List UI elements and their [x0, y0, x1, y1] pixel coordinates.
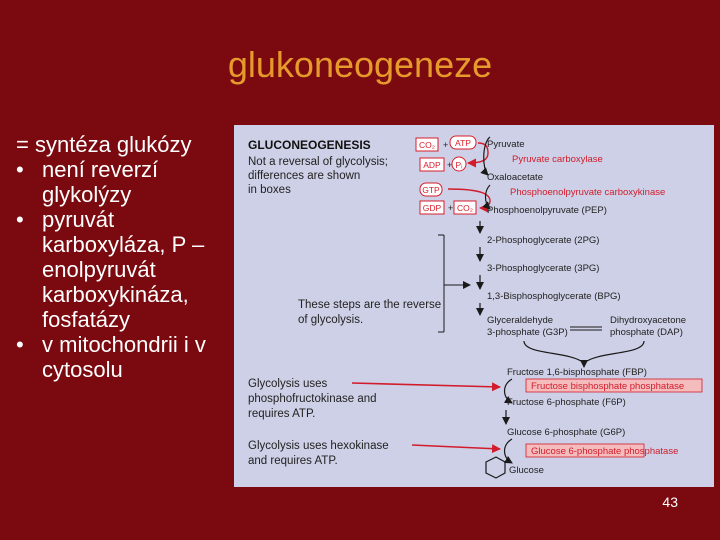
cofactor-arrow [467, 142, 489, 168]
red-arrow [411, 444, 501, 454]
bullet-text: v mitochondrii i v cytosolu [42, 332, 206, 382]
pfk-note: requires ATP. [248, 408, 315, 420]
bullet-list: = syntéza glukózy • není reverzí glykolý… [16, 132, 241, 382]
metabolite-fbp: Fructose 1,6-bisphosphate (FBP) [507, 367, 647, 378]
bullet-mark: • [16, 207, 24, 232]
fbpase-box [525, 378, 703, 393]
bullet-item: = syntéza glukózy [16, 132, 241, 157]
metabolite-bpg: 1,3-Bisphosphoglycerate (BPG) [487, 291, 621, 302]
bullet-item: • pyruvát karboxyláza, P –enolpyruvát ka… [16, 207, 241, 332]
gtp-box [419, 182, 443, 197]
enzyme-pyruvate-carboxylase: Pyruvate carboxylase [512, 154, 603, 165]
hexokinase-note: and requires ATP. [248, 455, 338, 467]
g6pase-box [525, 443, 645, 458]
metabolite-f6p: Fructose 6-phosphate (F6P) [507, 397, 626, 408]
pathway-arrow [482, 184, 491, 210]
figure-subtitle-line: in boxes [248, 184, 291, 196]
metabolite-g3p: 3-phosphate (G3P) [487, 327, 568, 338]
enzyme-pepck: Phosphoenolpyruvate carboxykinase [510, 187, 665, 198]
bullet-text: pyruvát karboxyláza, P –enolpyruvát karb… [42, 207, 205, 332]
gdp-box [419, 200, 445, 215]
pathway-arrow [503, 378, 513, 404]
metabolite-dhap: Dihydroxyacetone [610, 315, 686, 326]
metabolite-g6p: Glucose 6-phosphate (G6P) [507, 427, 625, 438]
figure-heading: GLUCONEOGENESIS [248, 138, 371, 152]
co2-box [453, 200, 477, 215]
cofactor-boxes: CO₂ + ATP ADP + Pᵢ GTP GDP + CO₂ [415, 135, 477, 215]
red-arrow [351, 382, 501, 392]
pfk-note: Glycolysis uses [248, 378, 327, 390]
gluconeogenesis-figure: GLUCONEOGENESIS Not a reversal of glycol… [234, 125, 714, 487]
pathway-diagram: GLUCONEOGENESIS Not a reversal of glycol… [248, 135, 703, 479]
metabolite-3pg: 3-Phosphoglycerate (3PG) [487, 263, 599, 274]
plus-sign: + [448, 203, 453, 213]
bullet-text: není reverzí glykolýzy [42, 157, 159, 207]
hexokinase-note: Glycolysis uses hexokinase [248, 440, 389, 452]
reverse-steps-note: These steps are the reverse [298, 299, 441, 311]
glucose-ring [485, 456, 506, 479]
gdp-label: GDP [423, 203, 442, 213]
adp-label: ADP [423, 160, 441, 170]
pfk-note: phosphofructokinase and [248, 393, 377, 405]
enzyme-fbpase: Fructose bisphosphate phosphatase [531, 381, 684, 392]
metabolite-oxaloacetate: Oxaloacetate [487, 172, 543, 183]
pathway-arrow [503, 438, 513, 464]
bullet-item: • není reverzí glykolýzy [16, 157, 241, 207]
adp-box [419, 157, 445, 172]
bullet-mark: • [16, 332, 24, 357]
figure-subtitle-line: Not a reversal of glycolysis; [248, 156, 388, 168]
bullet-mark: = [16, 132, 29, 157]
bullet-text: = syntéza glukózy [16, 132, 241, 157]
figure-subtitle-line: differences are shown [248, 170, 360, 182]
plus-sign: + [447, 160, 452, 170]
bullet-mark: • [16, 157, 24, 182]
bullet-content: syntéza glukózy [34, 132, 192, 157]
atp-label: ATP [455, 138, 471, 148]
metabolite-pyruvate: Pyruvate [487, 139, 525, 150]
co2-label: CO₂ [457, 203, 473, 213]
metabolite-glucose: Glucose [509, 465, 544, 476]
pathway-arrow [480, 136, 491, 176]
pi-circle [451, 156, 467, 172]
page-number: 43 [662, 494, 678, 510]
gtp-label: GTP [422, 185, 440, 195]
metabolite-dhap: phosphate (DAP) [610, 327, 683, 338]
bullet-item: • v mitochondrii i v cytosolu [16, 332, 241, 382]
co2-box [415, 137, 439, 152]
metabolite-g3p: Glyceraldehyde [487, 315, 553, 326]
plus-sign: + [443, 140, 448, 150]
co2-label: CO₂ [419, 140, 435, 150]
metabolite-2pg: 2-Phosphoglycerate (2PG) [487, 235, 599, 246]
pi-label: Pᵢ [455, 160, 462, 170]
condensation-arrow [523, 340, 645, 364]
reverse-steps-note: of glycolysis. [298, 314, 363, 326]
metabolite-pep: Phosphoenolpyruvate (PEP) [487, 205, 607, 216]
enzyme-g6pase: Glucose 6-phosphate phosphatase [531, 446, 678, 457]
atp-box [449, 135, 477, 150]
slide-title: glukoneogeneze [227, 44, 493, 85]
